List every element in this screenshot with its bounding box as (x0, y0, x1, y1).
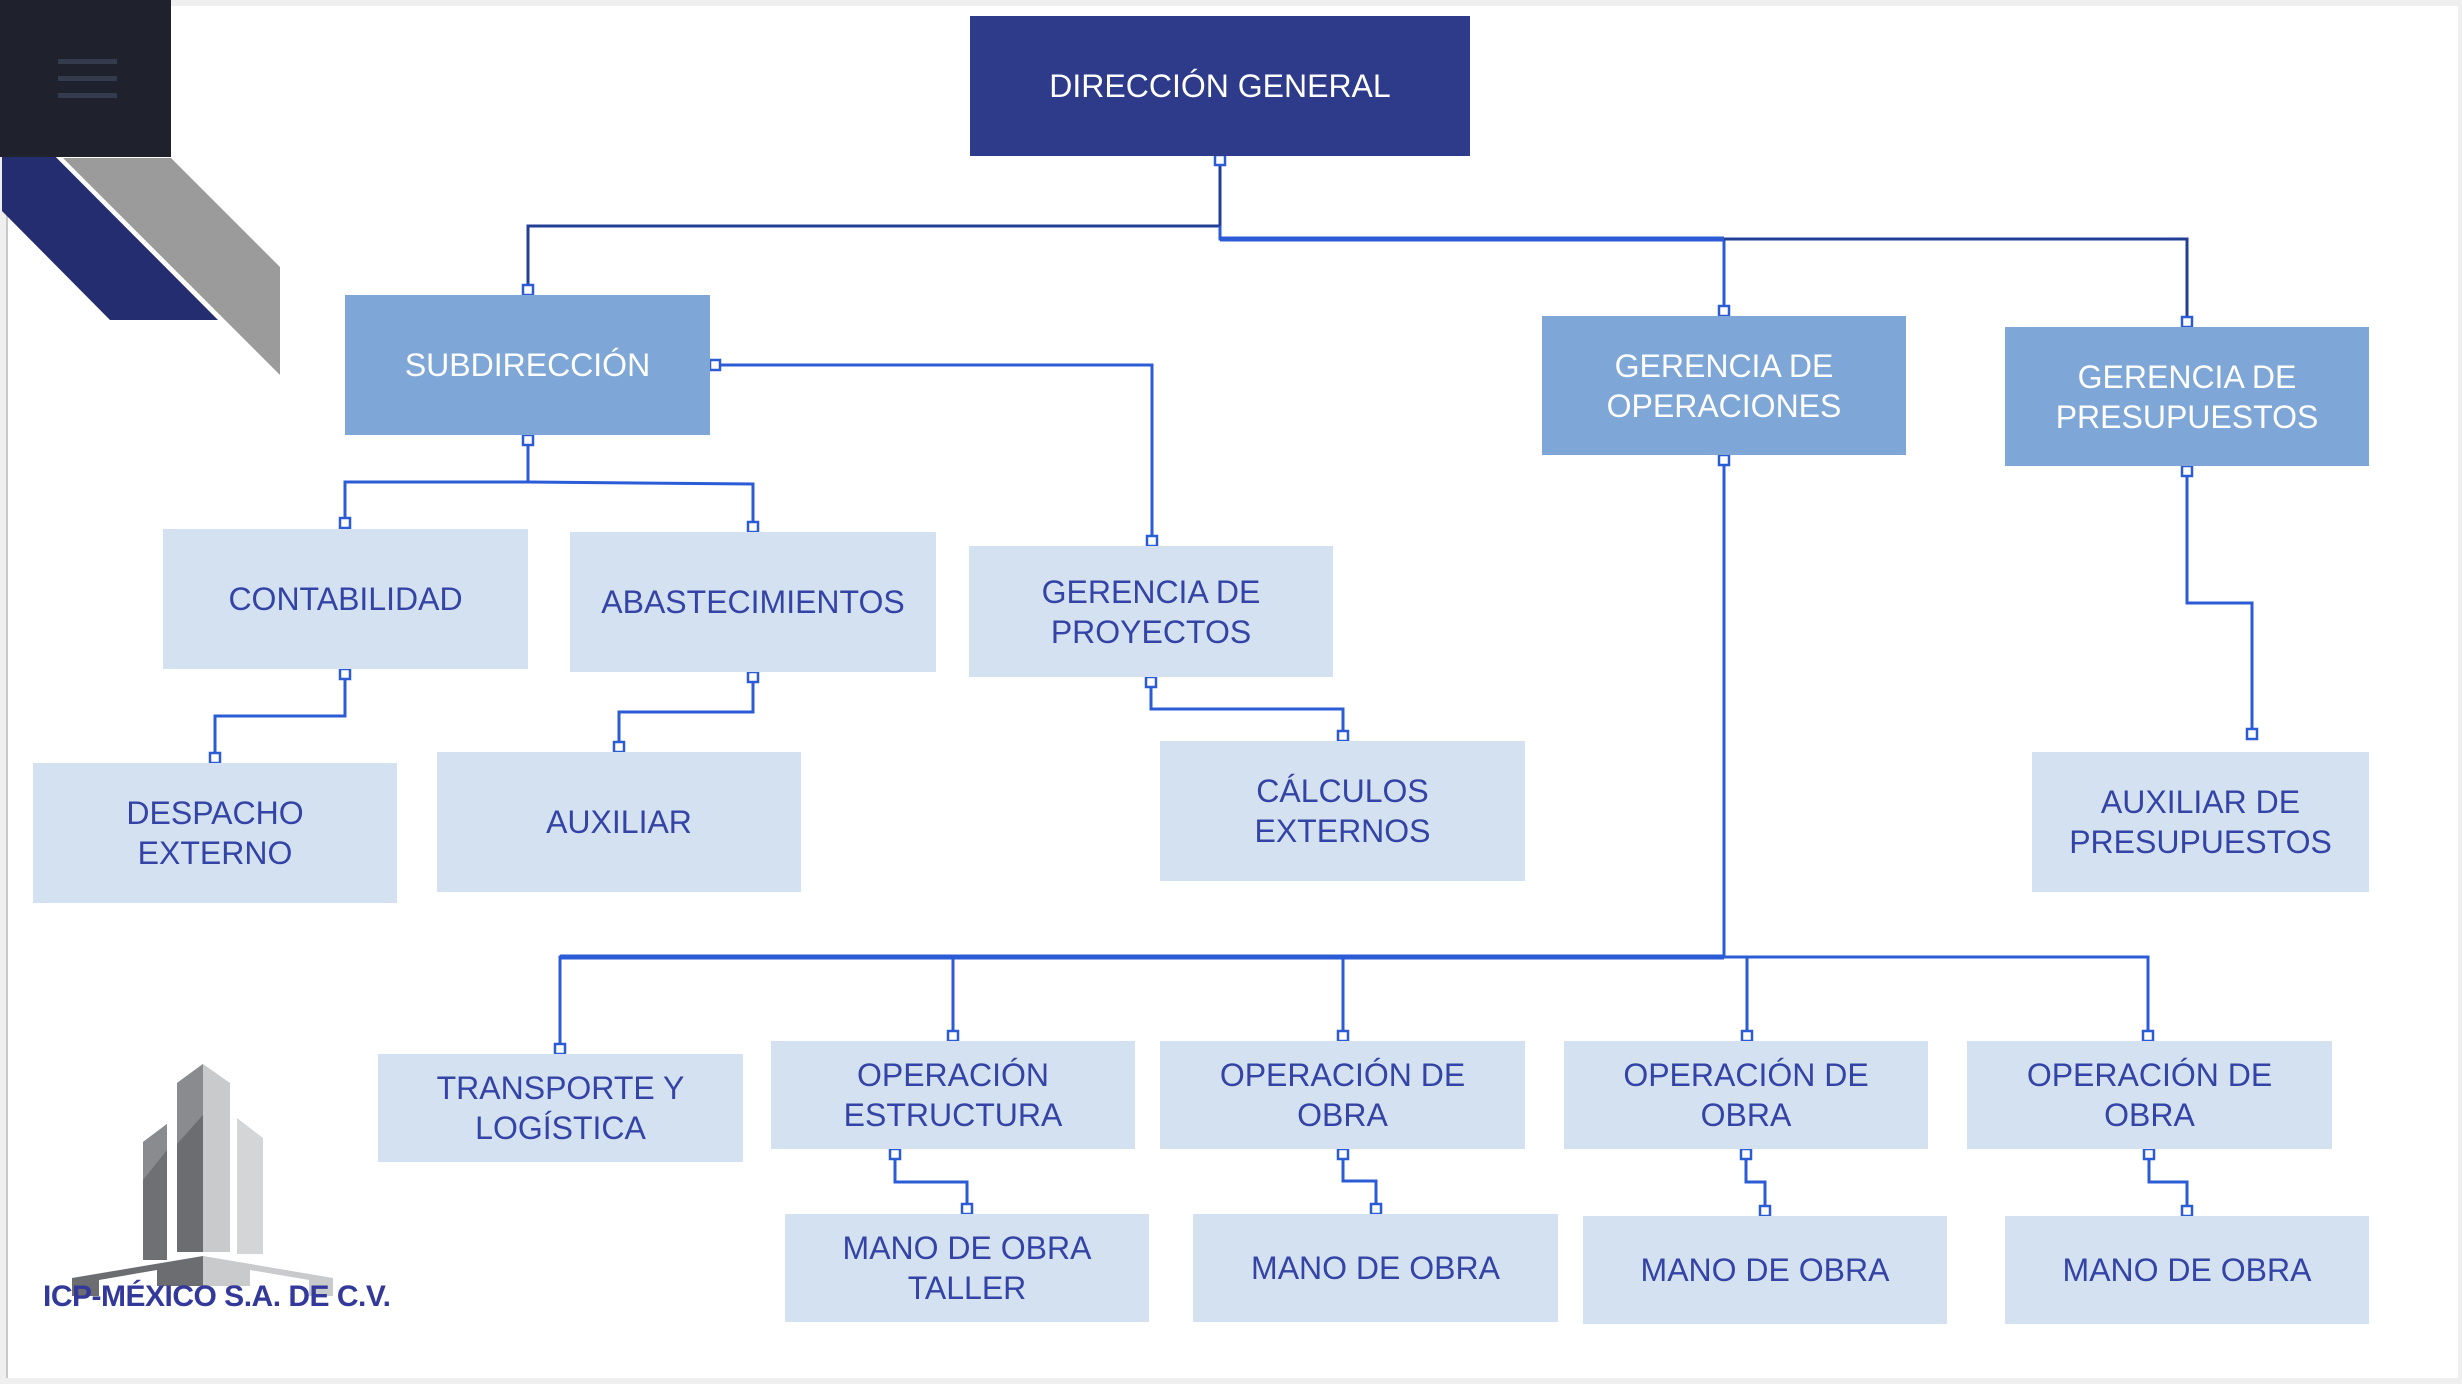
org-node-label: MANO DE OBRA (2062, 1252, 2312, 1288)
menu-button[interactable] (0, 0, 171, 157)
org-node-abastecimientos[interactable]: ABASTECIMIENTOS (570, 532, 936, 672)
org-node-label: MANO DE OBRA (1251, 1250, 1500, 1286)
hamburger-menu-icon-bar (58, 93, 117, 98)
corner-decoration (2, 103, 280, 375)
logo-base-left (72, 1256, 203, 1296)
org-node-operacion-obra-2[interactable]: OPERACIÓN DE OBRA (1564, 1041, 1928, 1149)
org-node-auxiliar-presupuestos[interactable]: AUXILIAR DE PRESUPUESTOS (2032, 752, 2369, 892)
logo-base-right (203, 1256, 333, 1296)
org-node-label: TRANSPORTE Y LOGÍSTICA (436, 1070, 685, 1146)
company-name: ICP-MÉXICO S.A. DE C.V. (43, 1280, 391, 1313)
org-node-gerencia-operaciones[interactable]: GERENCIA DE OPERACIONES (1542, 316, 1906, 455)
org-node-mano-obra-3[interactable]: MANO DE OBRA (2005, 1216, 2369, 1324)
org-node-mano-obra-1[interactable]: MANO DE OBRA (1193, 1214, 1558, 1322)
org-node-label: GERENCIA DE PROYECTOS (1041, 573, 1261, 650)
org-node-auxiliar[interactable]: AUXILIAR (437, 752, 801, 892)
org-node-label: DIRECCIÓN GENERAL (1049, 68, 1391, 104)
org-node-label: OPERACIÓN ESTRUCTURA (843, 1057, 1063, 1133)
org-node-label: OPERACIÓN DE OBRA (2026, 1057, 2273, 1133)
org-node-label: OPERACIÓN DE OBRA (1623, 1057, 1869, 1133)
org-node-transporte-logistica[interactable]: TRANSPORTE Y LOGÍSTICA (378, 1054, 743, 1162)
corner-navy-stripe (2, 103, 218, 320)
org-node-operacion-estructura[interactable]: OPERACIÓN ESTRUCTURA (771, 1041, 1135, 1149)
org-node-direccion-general[interactable]: DIRECCIÓN GENERAL (970, 16, 1470, 156)
org-node-despacho-externo[interactable]: DESPACHO EXTERNO (33, 763, 397, 903)
org-node-label: GERENCIA DE OPERACIONES (1606, 347, 1842, 424)
org-node-contabilidad[interactable]: CONTABILIDAD (163, 529, 528, 669)
org-node-label: CONTABILIDAD (228, 581, 463, 617)
corner-gray-stripe (63, 158, 280, 375)
org-node-operacion-obra-3[interactable]: OPERACIÓN DE OBRA (1967, 1041, 2332, 1149)
org-node-mano-obra-2[interactable]: MANO DE OBRA (1583, 1216, 1947, 1324)
org-node-label: AUXILIAR DE PRESUPUESTOS (2069, 784, 2332, 860)
org-node-label: ABASTECIMIENTOS (601, 584, 905, 620)
org-node-operacion-obra-1[interactable]: OPERACIÓN DE OBRA (1160, 1041, 1525, 1149)
org-node-label: MANO DE OBRA TALLER (842, 1230, 1092, 1306)
org-node-subdireccion[interactable]: SUBDIRECCIÓN (345, 295, 710, 435)
org-node-label: CÁLCULOS EXTERNOS (1254, 773, 1431, 849)
logo-building-tall-light (203, 1064, 230, 1252)
hamburger-menu-icon-bar (58, 76, 117, 81)
org-node-label: MANO DE OBRA (1640, 1252, 1890, 1288)
logo-building-left-shade (143, 1124, 167, 1180)
hamburger-menu-icon (58, 59, 117, 64)
org-node-label: OPERACIÓN DE OBRA (1219, 1057, 1466, 1133)
org-node-label: DESPACHO EXTERNO (126, 795, 304, 871)
logo-building-tall-shade (177, 1064, 203, 1144)
org-node-label: AUXILIAR (546, 804, 692, 840)
org-node-calculos-externos[interactable]: CÁLCULOS EXTERNOS (1160, 741, 1525, 881)
org-node-gerencia-proyectos[interactable]: GERENCIA DE PROYECTOS (969, 546, 1333, 677)
org-node-label: SUBDIRECCIÓN (404, 347, 651, 383)
buildings-logo-icon (72, 1064, 333, 1296)
logo-building-right (237, 1118, 263, 1254)
org-node-mano-obra-taller[interactable]: MANO DE OBRA TALLER (785, 1214, 1149, 1322)
org-node-label: GERENCIA DE PRESUPUESTOS (2055, 358, 2319, 435)
org-node-gerencia-presupuestos[interactable]: GERENCIA DE PRESUPUESTOS (2005, 327, 2369, 466)
